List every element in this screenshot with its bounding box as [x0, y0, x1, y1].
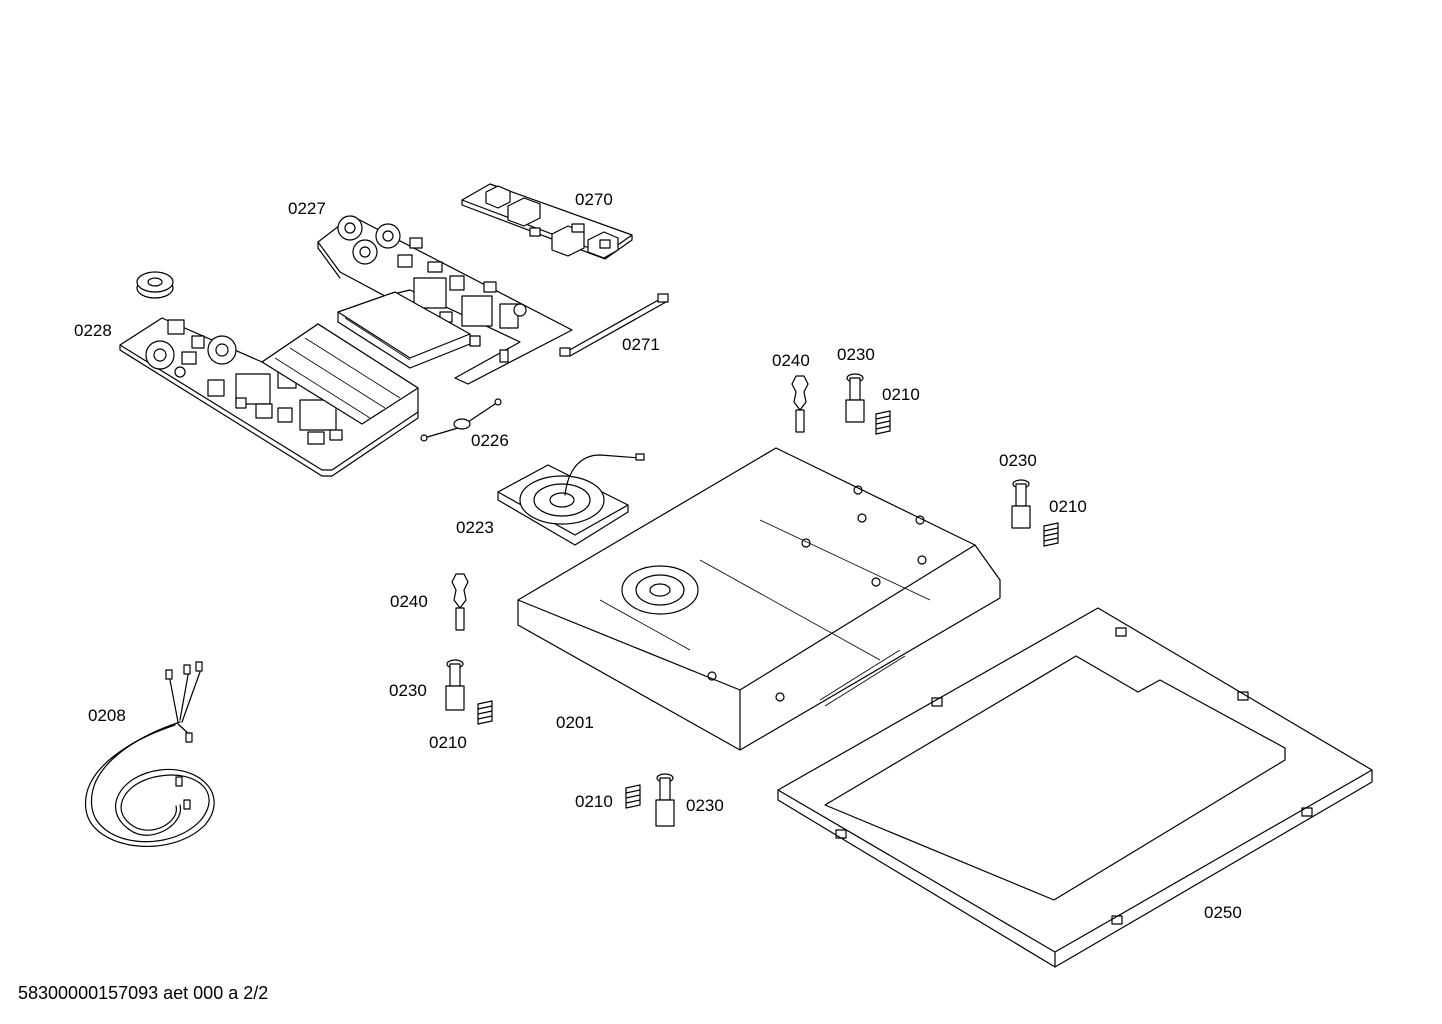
toroid-core-drawing — [136, 271, 174, 299]
label-0270[interactable]: 0270 — [575, 190, 613, 209]
label-0226[interactable]: 0226 — [471, 431, 509, 450]
label-0240-upper[interactable]: 0240 — [772, 351, 810, 370]
label-0230-d[interactable]: 0230 — [686, 796, 724, 815]
spacer-pin-upper-drawing — [791, 375, 809, 433]
label-0210-b[interactable]: 0210 — [1049, 497, 1087, 516]
spring-d-drawing — [625, 784, 641, 809]
label-0271[interactable]: 0271 — [622, 335, 660, 354]
label-0223[interactable]: 0223 — [456, 518, 494, 537]
power-cable-drawing — [84, 661, 215, 847]
upper-power-board-drawing — [317, 215, 573, 385]
label-0228[interactable]: 0228 — [74, 321, 112, 340]
label-0230-a[interactable]: 0230 — [837, 345, 875, 364]
label-0210-d[interactable]: 0210 — [575, 792, 613, 811]
ribbon-cable-drawing — [559, 293, 669, 357]
housing-tray-drawing — [517, 447, 1001, 751]
label-0230-c[interactable]: 0230 — [389, 681, 427, 700]
sensor-lead-drawing — [420, 398, 502, 442]
support-foot-d-drawing — [655, 773, 675, 827]
label-0208[interactable]: 0208 — [88, 706, 126, 725]
label-0230-b[interactable]: 0230 — [999, 451, 1037, 470]
label-0227[interactable]: 0227 — [288, 199, 326, 218]
spring-c-drawing — [477, 700, 493, 725]
document-footer-code: 58300000157093 aet 000 a 2/2 — [18, 983, 269, 1003]
cooling-fan-drawing — [497, 453, 645, 546]
label-0250[interactable]: 0250 — [1204, 903, 1242, 922]
label-0201[interactable]: 0201 — [556, 713, 594, 732]
support-foot-c-drawing — [445, 659, 465, 711]
label-0210-a[interactable]: 0210 — [882, 385, 920, 404]
frame-drawing — [777, 607, 1373, 968]
support-foot-a-drawing — [845, 373, 865, 423]
control-board-drawing — [461, 183, 633, 260]
spring-a-drawing — [875, 410, 891, 435]
label-0210-c[interactable]: 0210 — [429, 733, 467, 752]
lower-power-board-drawing — [119, 317, 419, 477]
spacer-pin-lower-drawing — [451, 573, 469, 631]
label-0240-lower[interactable]: 0240 — [390, 592, 428, 611]
spring-b-drawing — [1043, 522, 1059, 547]
support-foot-b-drawing — [1011, 479, 1031, 529]
